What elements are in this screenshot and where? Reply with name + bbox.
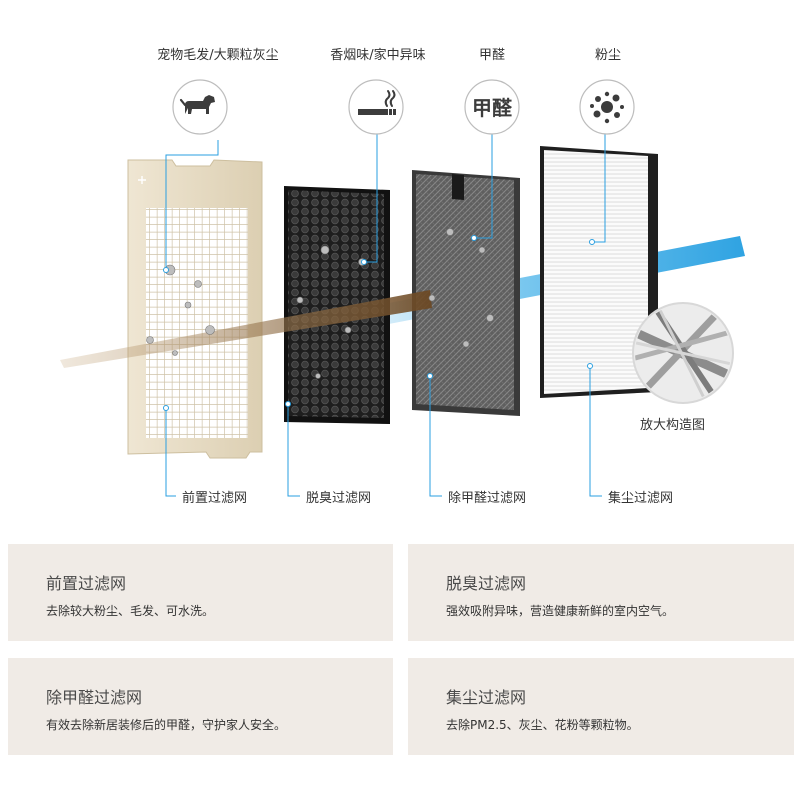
card-description: 去除较大粉尘、毛发、可水洗。 — [46, 604, 215, 618]
card-pre-filter: 前置过滤网 去除较大粉尘、毛发、可水洗。 — [8, 544, 393, 641]
card-title: 前置过滤网 — [46, 574, 127, 593]
pre-filter — [127, 159, 263, 459]
formaldehyde-text-icon: 甲醛 — [464, 79, 520, 135]
category-label-formaldehyde: 甲醛 — [478, 48, 505, 63]
card-title: 脱臭过滤网 — [446, 574, 527, 593]
filter-layers-illustration — [60, 133, 745, 497]
filter-label-pre-filter: 前置过滤网 — [182, 491, 248, 506]
formaldehyde-filter — [412, 170, 520, 416]
formaldehyde-icon-text: 甲醛 — [472, 96, 513, 120]
filter-label-deodorizing: 脱臭过滤网 — [306, 491, 372, 506]
dust-particles-icon — [579, 79, 635, 135]
card-formaldehyde-filter: 除甲醛过滤网 有效去除新居装修后的甲醛，守护家人安全。 — [8, 658, 393, 755]
leader-lines — [165, 133, 606, 497]
filter-label-collection: 集尘过滤网 — [608, 491, 674, 506]
cigarette-icon — [348, 79, 404, 135]
card-title: 集尘过滤网 — [446, 688, 527, 707]
card-title: 除甲醛过滤网 — [46, 688, 143, 707]
card-description: 强效吸附异味，营造健康新鲜的室内空气。 — [446, 604, 675, 618]
card-collection-filter: 集尘过滤网 去除PM2.5、灰尘、花粉等颗粒物。 — [408, 658, 794, 755]
card-deodorizing-filter: 脱臭过滤网 强效吸附异味，营造健康新鲜的室内空气。 — [408, 544, 794, 641]
leader-dots — [163, 235, 595, 411]
filter-label-formaldehyde: 除甲醛过滤网 — [448, 491, 527, 506]
hepa-filter — [540, 146, 658, 398]
category-label-dust: 粉尘 — [594, 48, 621, 63]
card-description: 去除PM2.5、灰尘、花粉等颗粒物。 — [446, 718, 639, 732]
airflow-brown-band — [60, 290, 432, 368]
dog-icon — [172, 79, 228, 135]
card-description: 有效去除新居装修后的甲醛，守护家人安全。 — [46, 718, 287, 732]
zoom-structure-label: 放大构造图 — [640, 418, 706, 433]
carbon-filter — [284, 186, 390, 424]
category-label-smoke-odor: 香烟味/家中异味 — [330, 48, 426, 63]
category-label-pet-hair: 宠物毛发/大颗粒灰尘 — [157, 48, 279, 63]
zoom-detail-circle — [632, 302, 734, 404]
